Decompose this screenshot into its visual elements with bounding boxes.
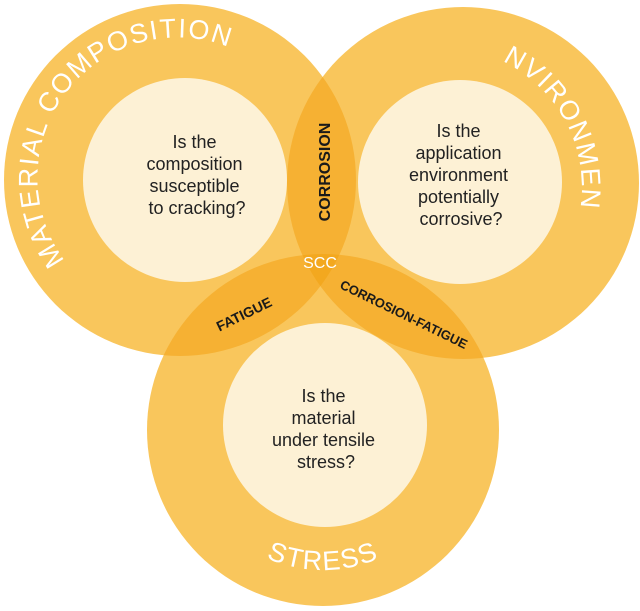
scc-label: SCC — [303, 255, 337, 272]
stress-question: Is the material under tensile stress? — [272, 386, 380, 472]
stress-question-circle — [223, 323, 427, 527]
corrosion-label: CORROSION — [317, 123, 334, 222]
environment-question: Is the application environment potential… — [409, 121, 513, 229]
fatigue-overlap — [147, 254, 356, 356]
material-question: Is the composition susceptible to cracki… — [146, 132, 247, 218]
environment-question-circle — [358, 80, 562, 284]
corrosion-fatigue-overlap — [287, 254, 499, 359]
material-question-circle — [83, 78, 287, 282]
